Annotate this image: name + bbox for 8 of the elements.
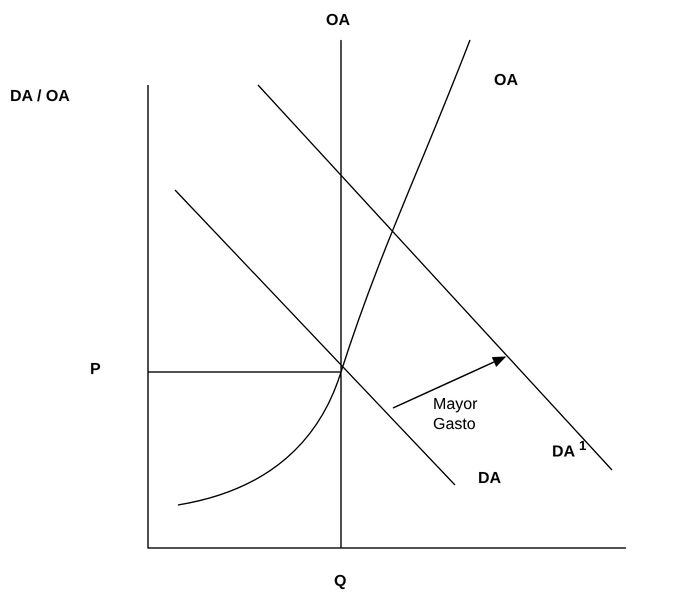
axis-title: OA <box>326 12 350 30</box>
axis-label: DA / OA <box>10 88 70 106</box>
annotation-text: Mayor Gasto <box>433 395 478 435</box>
curve-label: DA $^{1}$ <box>552 438 586 462</box>
axis-label: P <box>90 361 101 379</box>
curve-label: OA <box>494 72 518 90</box>
curve-label: DA <box>478 470 502 488</box>
axis-label: Q <box>334 573 346 591</box>
